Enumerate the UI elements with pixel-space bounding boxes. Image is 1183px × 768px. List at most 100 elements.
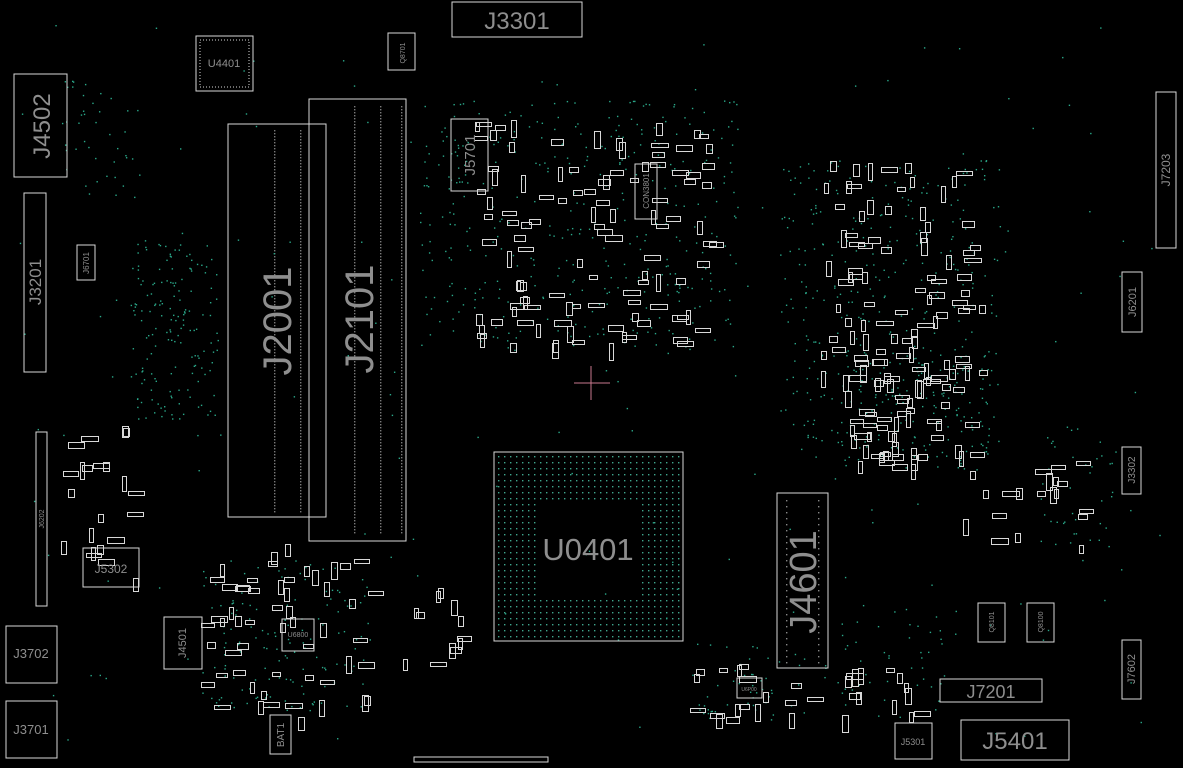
pad [274,397,276,399]
chip-u4401-outline[interactable] [195,35,254,92]
pad [854,439,857,441]
pad [971,429,974,431]
pad [630,498,632,500]
connector-j4601-outline[interactable] [776,492,829,669]
connector-j5302-outline[interactable] [82,547,140,588]
connector-j2101-outline[interactable] [308,98,407,542]
pad [438,164,440,166]
connector-j6701-outline[interactable] [76,244,96,281]
pad [380,532,382,534]
pad [71,80,74,83]
pad [300,184,302,186]
pad [752,684,754,687]
pad [391,279,393,281]
pad [189,253,191,256]
pad [725,319,727,322]
pad [99,315,102,318]
passive-part [832,347,846,353]
pad [354,430,356,432]
pad [893,395,896,397]
pad [504,480,506,482]
pad [380,262,382,264]
connector-j5301-outline[interactable] [894,722,933,760]
pad [449,223,452,226]
pad [600,600,602,602]
connector-j3201-outline[interactable] [23,192,47,373]
pad [210,342,212,344]
pad [504,588,506,590]
pad [510,576,512,578]
pad [522,528,524,530]
pad [442,155,445,157]
pad [654,624,656,626]
pad [636,486,638,488]
connector-j3302-outline[interactable] [1121,446,1142,495]
pad [942,395,945,397]
pad [166,259,168,262]
part-q8101-outline[interactable] [977,602,1006,643]
pad [552,624,554,626]
passive-part [902,338,912,344]
pad [361,579,364,581]
connector-con3801-outline[interactable] [634,163,658,220]
pad [660,468,662,470]
chip-u6800-outline[interactable] [281,618,315,652]
part-q8701-outline[interactable] [387,32,416,71]
connector-j3301-outline[interactable] [451,1,583,38]
pad [612,456,614,458]
pad [354,349,356,351]
pad [1072,456,1074,459]
passive-part [98,514,104,523]
connector-j3701-outline[interactable] [5,700,58,759]
pad [380,253,382,255]
pad [380,337,382,339]
pad [354,307,356,309]
pad [150,353,153,355]
pad [528,612,530,614]
pad [667,294,669,296]
pad [1064,521,1066,523]
connector-j6202-outline[interactable] [35,431,48,607]
part-q8100-outline[interactable] [1026,602,1055,643]
pad [211,697,213,700]
connector-j7201-outline[interactable] [939,678,1043,703]
pad [354,112,356,114]
connector-j5701-outline[interactable] [450,118,489,192]
pad [989,384,991,386]
passive-part [362,695,369,712]
battery-bat1-outline[interactable] [269,714,292,755]
pad [459,103,462,106]
connector-j4501-outline[interactable] [163,616,203,670]
pad [354,190,356,192]
pad [498,546,500,548]
pad [582,630,584,632]
pad [492,206,494,208]
pad [274,406,276,408]
pad [504,558,506,560]
connector-j7602-outline[interactable] [1121,639,1142,700]
connector-j5401-outline[interactable] [960,719,1070,761]
pad [648,552,650,554]
pad [648,630,650,632]
pad [324,667,326,669]
connector-j4502-outline[interactable] [13,73,68,178]
passive-part [222,584,238,591]
pad [785,409,787,411]
pad [899,167,901,169]
pad [467,141,469,144]
connector-j3702-outline[interactable] [5,625,58,684]
connector-j7203-outline[interactable] [1155,91,1177,249]
pad [274,403,276,405]
passive-part [881,247,892,254]
pad [380,187,382,189]
connector-j2001-outline[interactable] [227,123,327,518]
chip-u0401-outline[interactable] [493,451,684,642]
connector-j6201-outline[interactable] [1121,271,1143,333]
pad [648,468,650,470]
pad [354,529,356,531]
chip-u6p00-outline[interactable] [736,677,763,699]
pad [694,226,696,228]
pad [606,462,608,464]
